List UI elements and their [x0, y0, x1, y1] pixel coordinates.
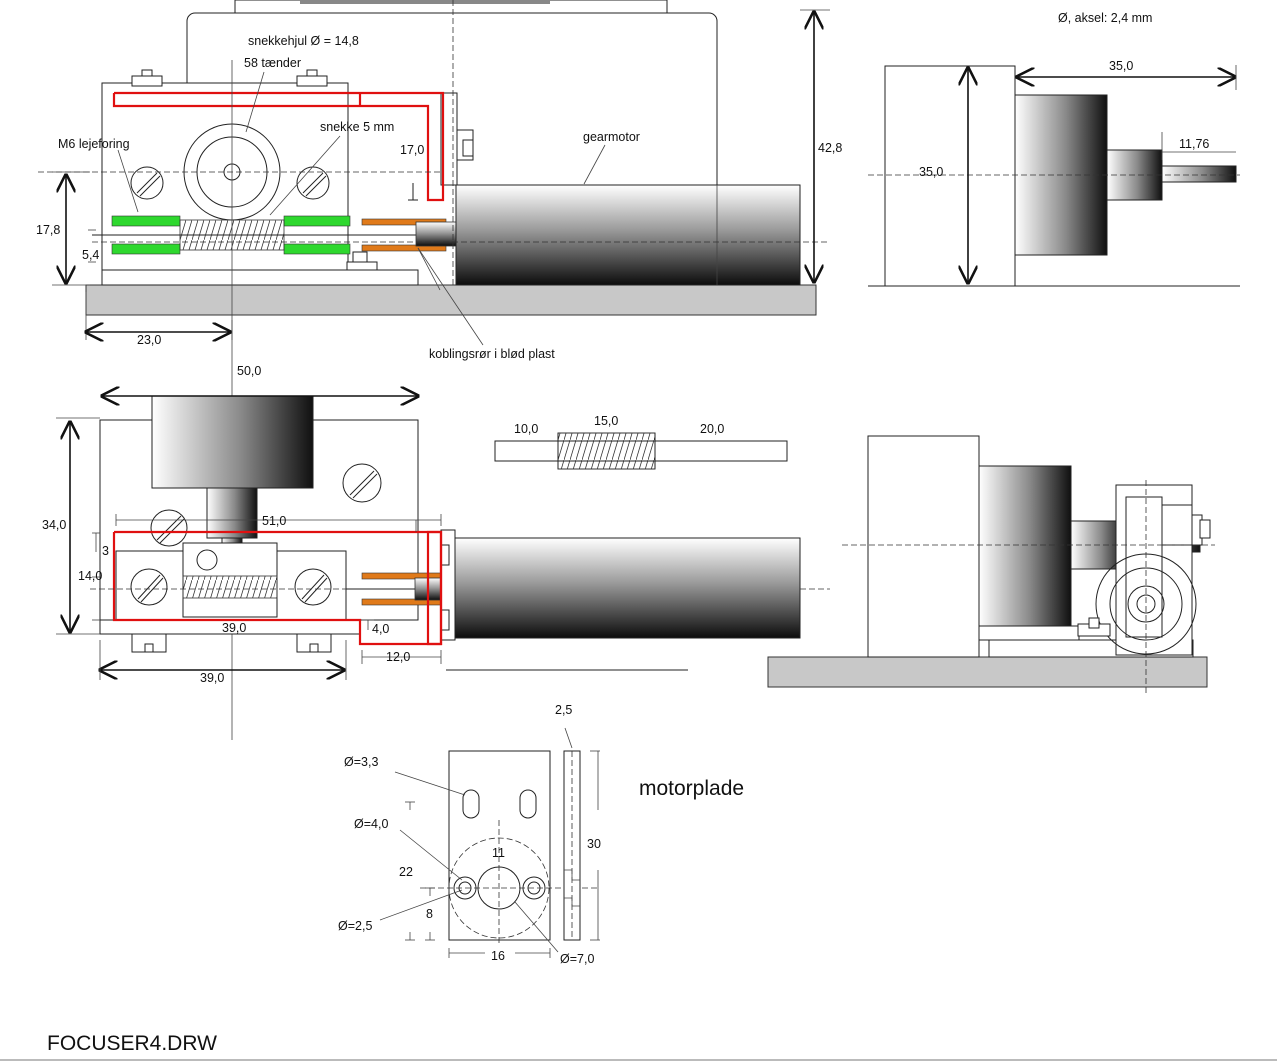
dim-14-0: 14,0	[78, 569, 102, 583]
label-worm: snekke 5 mm	[320, 120, 394, 134]
gearmotor-body	[454, 537, 801, 639]
dim-50-0: 50,0	[237, 364, 261, 378]
dim-plate-2-5-hole: Ø=2,5	[338, 919, 372, 933]
dim-4-0: 4,0	[372, 622, 389, 636]
screw-head-icon	[130, 166, 164, 200]
screw-head-icon	[294, 568, 332, 606]
bearing-bush	[111, 215, 181, 227]
label-coupling: koblingsrør i blød plast	[429, 347, 555, 361]
dim-worm-10-0: 10,0	[514, 422, 538, 436]
dim-plate-22: 22	[399, 865, 413, 879]
dim-plate-11: 11	[492, 846, 505, 860]
gearmotor-body	[455, 184, 801, 286]
red-bracket	[112, 91, 445, 202]
worm-detail	[494, 432, 788, 470]
dim-17-8: 17,8	[36, 223, 60, 237]
slot-hole	[462, 789, 480, 819]
side-view	[868, 65, 1240, 287]
label-gearmotor: gearmotor	[583, 130, 640, 144]
dim-51-0: 51,0	[262, 514, 286, 528]
motor-flange	[884, 65, 1016, 287]
dim-3: 3	[102, 544, 109, 558]
label-worm-wheel: snekkehjul Ø = 14,8	[248, 34, 359, 48]
dim-39-0-outer: 39,0	[200, 671, 224, 685]
motor-shaft	[1161, 165, 1237, 183]
dim-plate-8: 8	[426, 907, 433, 921]
front-baseplate	[85, 284, 817, 316]
dim-plate-4-0: Ø=4,0	[354, 817, 388, 831]
front-view	[38, 0, 830, 740]
focuser-knob	[151, 395, 314, 489]
dim-plate-7-0: Ø=7,0	[560, 952, 594, 966]
label-motor-plate: motorplade	[639, 777, 744, 800]
worm-thread	[557, 432, 656, 470]
screw-head-icon	[342, 463, 382, 503]
dim-34-0: 34,0	[42, 518, 66, 532]
slot-hole	[519, 789, 537, 819]
label-axle-diameter: Ø, aksel: 2,4 mm	[1058, 11, 1152, 25]
dim-5-4: 5,4	[82, 248, 99, 262]
dim-worm-15-0: 15,0	[594, 414, 618, 428]
dim-plate-16: 16	[491, 949, 505, 963]
label-bearing: M6 lejeforing	[58, 137, 130, 151]
screw-head-icon	[130, 568, 168, 606]
dim-42-8: 42,8	[818, 141, 842, 155]
dim-35-0-height: 35,0	[919, 165, 943, 179]
motor-plate	[379, 727, 600, 958]
plan-view	[56, 396, 830, 680]
file-name: FOCUSER4.DRW	[47, 1032, 217, 1055]
dim-12-0: 12,0	[386, 650, 410, 664]
dim-plate-30: 30	[587, 837, 601, 851]
dim-worm-20-0: 20,0	[700, 422, 724, 436]
dim-plate-3-3: Ø=3,3	[344, 755, 378, 769]
dim-17-0: 17,0	[400, 143, 424, 157]
screw-head-icon	[150, 509, 188, 547]
side-baseplate	[767, 656, 1208, 688]
dim-23-0: 23,0	[137, 333, 161, 347]
dim-39-0-inner: 39,0	[222, 621, 246, 635]
dim-11-76: 11,76	[1179, 137, 1209, 151]
label-teeth: 58 tænder	[244, 56, 301, 70]
dim-plate-2-5-thickness: 2,5	[555, 703, 572, 717]
side-view-2	[767, 435, 1215, 695]
dim-35-0-width: 35,0	[1109, 59, 1133, 73]
